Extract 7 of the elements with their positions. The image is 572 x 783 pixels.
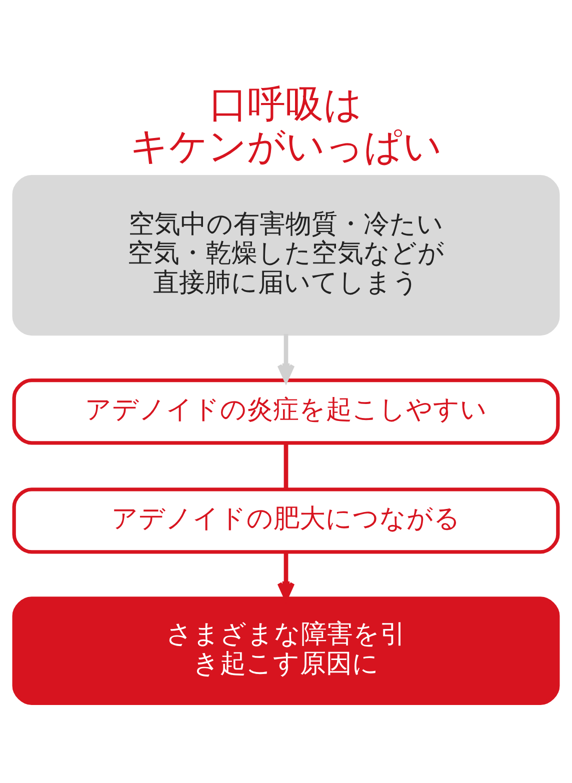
node-box: アデノイドの肥大につながる xyxy=(12,487,560,554)
diagram-title: 口呼吸はキケンがいっぱい xyxy=(130,81,442,168)
node-box: さまざまな障害を引き起こす原因に xyxy=(12,596,560,704)
connector xyxy=(284,442,288,489)
arrow xyxy=(277,552,295,600)
node-box: アデノイドの炎症を起こしやすい xyxy=(12,378,560,444)
node-box: 空気中の有害物質・冷たい空気・乾燥した空気などが直接肺に届いてしまう xyxy=(12,174,560,336)
